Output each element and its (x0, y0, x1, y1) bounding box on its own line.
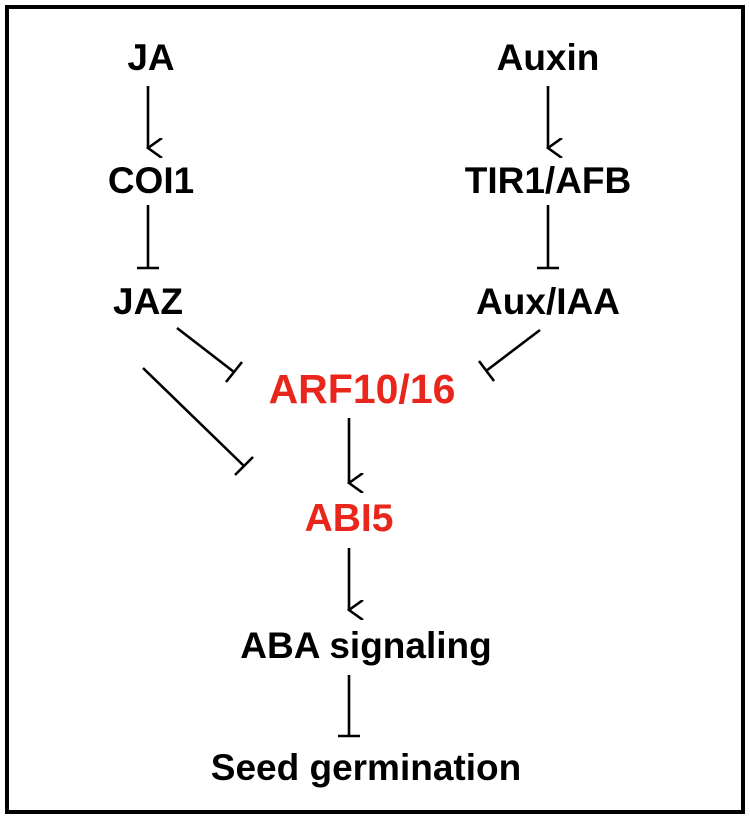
node-aux-iaa: Aux/IAA (476, 281, 620, 322)
node-auxin: Auxin (497, 37, 600, 78)
edge-jaz-inhibits-arf (176, 326, 244, 383)
node-abi5: ABI5 (305, 497, 394, 540)
edge-auxiaa-inhibits-arf (477, 328, 541, 382)
node-ja: JA (127, 37, 174, 78)
edge-jaz-inhibits-abi5 (142, 367, 254, 476)
node-arf10-16: ARF10/16 (269, 366, 456, 412)
edge-coi1-inhibits-jaz (137, 205, 159, 270)
node-aba-signaling: ABA signaling (240, 625, 491, 666)
edge-tir1-inhibits-auxiaa (537, 205, 559, 270)
node-coi1: COI1 (108, 160, 194, 201)
node-tir1-afb: TIR1/AFB (465, 160, 632, 201)
diagram-frame (5, 5, 745, 814)
node-seed-germination: Seed germination (211, 747, 521, 788)
node-jaz: JAZ (113, 281, 183, 322)
edge-aba-inhibits-germination (338, 675, 360, 738)
